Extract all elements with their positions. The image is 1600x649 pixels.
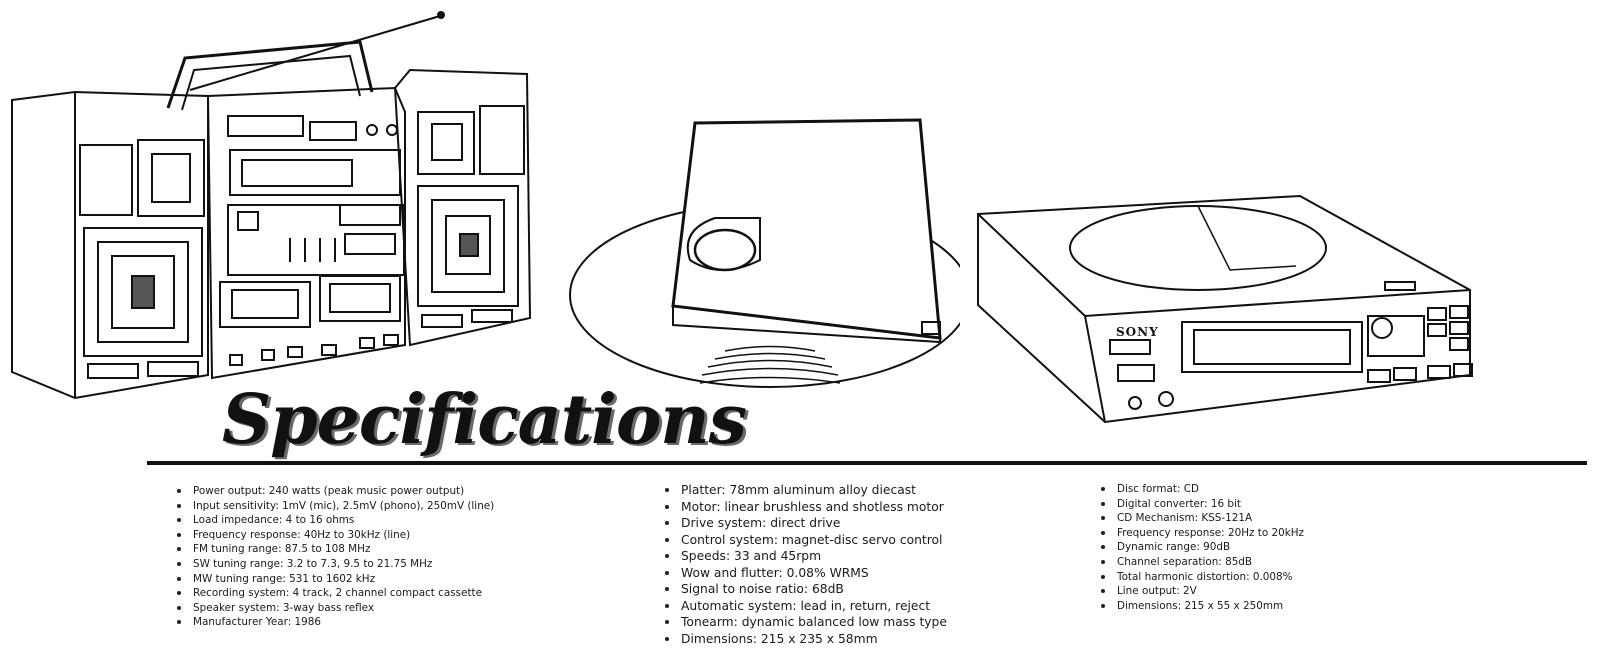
list-item: Automatic system: lead in, return, rejec…: [665, 598, 947, 615]
turntable-illustration: [569, 118, 960, 388]
list-item: Dynamic range: 90dB: [1100, 540, 1304, 555]
list-item: Frequency response: 40Hz to 30kHz (line): [176, 528, 494, 543]
list-item: Platter: 78mm aluminum alloy diecast: [665, 482, 947, 499]
list-item: SW tuning range: 3.2 to 7.3, 9.5 to 21.7…: [176, 557, 494, 572]
list-item: Power output: 240 watts (peak music powe…: [176, 484, 494, 499]
list-item: MW tuning range: 531 to 1602 kHz: [176, 572, 494, 587]
list-item: Frequency response: 20Hz to 20kHz: [1100, 526, 1305, 539]
cd-player-illustration: SONY: [977, 194, 1473, 424]
list-item: Dimensions: 215 x 55 x 250mm: [1100, 599, 1304, 614]
list-item: Recording system: 4 track, 2 channel com…: [176, 586, 494, 601]
list-item: Wow and flutter: 0.08% WRMS: [665, 565, 947, 582]
boombox-illustration: [11, 11, 532, 400]
list-item: Input sensitivity: 1mV (mic), 2.5mV (pho…: [176, 499, 495, 512]
list-item: Line output: 2V: [1100, 584, 1304, 599]
list-item: Speaker system: 3-way bass reflex: [176, 601, 494, 616]
list-item: Signal to noise ratio: 68dB: [665, 581, 947, 598]
list-item: CD Mechanism: KSS-121A: [1100, 511, 1304, 526]
turntable-spec-list: Platter: 78mm aluminum alloy diecast Mot…: [663, 482, 947, 647]
list-item: Motor: linear brushless and shotless mot…: [665, 499, 947, 516]
list-item: Tonearm: dynamic balanced low mass type: [665, 615, 947, 629]
boombox-spec-list: Power output: 240 watts (peak music powe…: [175, 484, 494, 630]
list-item: FM tuning range: 87.5 to 108 MHz: [176, 542, 494, 557]
cd-player-spec-list: Disc format: CD Digital converter: 16 bi…: [1099, 482, 1304, 613]
cd-player-brand-label: SONY: [1116, 325, 1159, 339]
list-item: Manufacturer Year: 1986: [176, 615, 494, 630]
list-item: Digital converter: 16 bit: [1100, 497, 1304, 512]
list-item: Load impedance: 4 to 16 ohms: [176, 513, 494, 528]
list-item: Control system: magnet-disc servo contro…: [665, 532, 947, 549]
list-item: Drive system: direct drive: [665, 515, 947, 532]
title-divider: [147, 461, 1587, 465]
list-item: Channel separation: 85dB: [1100, 555, 1304, 570]
list-item: Dimensions: 215 x 235 x 58mm: [665, 631, 947, 648]
list-item: Total harmonic distortion: 0.008%: [1100, 570, 1304, 585]
list-item: Disc format: CD: [1100, 482, 1304, 497]
page-title: Specifications: [222, 380, 747, 460]
list-item: Speeds: 33 and 45rpm: [665, 548, 947, 565]
